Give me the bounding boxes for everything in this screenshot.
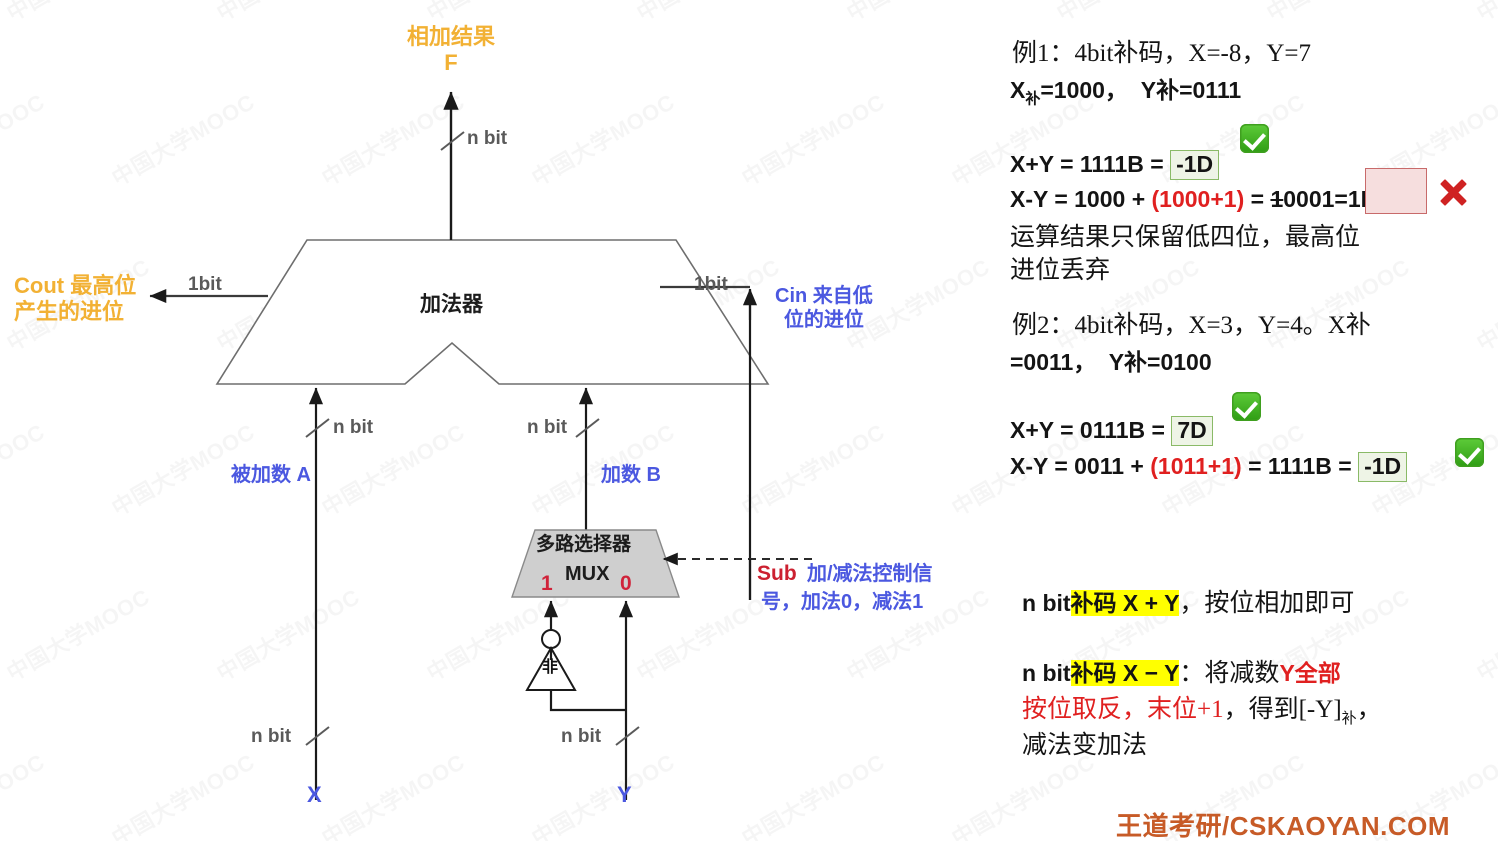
example1-sub-expr-a: X-Y = 1000 + (1010, 186, 1152, 212)
example1-sub-expr-c: 0001=1D (1283, 186, 1378, 212)
label-operand-a: 被加数 A (231, 464, 311, 486)
rule-subtraction-line2: 按位取反，末位+1，得到[-Y]补， (1022, 694, 1382, 730)
cross-icon-example1-sub (1436, 175, 1470, 209)
rule-subtraction-post: ：将减数 (1179, 660, 1280, 687)
not-gate-bubble (541, 629, 561, 649)
label-bus-y: n bit (561, 726, 602, 747)
bus-tick-f (440, 131, 465, 151)
example1-codes-x: X (1010, 77, 1026, 103)
example1-note-line2: 进位丢弃 (1010, 257, 1111, 284)
example1-sub-expr-red: (1000+1) (1151, 186, 1245, 212)
bus-tick-a (305, 418, 330, 438)
example2-add-result: 7D (1171, 416, 1213, 447)
label-mux-input-0: 0 (620, 572, 632, 595)
label-bus-f: n bit (467, 128, 508, 149)
label-input-y: Y (617, 782, 632, 807)
label-cin-line1: Cin 来自低 (775, 285, 873, 307)
example2-sub-expr-red: (1011+1) (1150, 453, 1242, 479)
label-bus-a: n bit (333, 417, 374, 438)
example2-sub-expr-a: X-Y = 0011 + (1010, 453, 1151, 479)
example2-sub-expr-b: = 1111B = (1241, 453, 1359, 479)
rule-subtraction-red-tail: Y全部 (1279, 660, 1341, 686)
rule-addition: n bit补码 X + Y，按位相加即可 (1022, 588, 1354, 621)
rule-subtraction-pre: n bit (1022, 660, 1071, 686)
check-icon-example2-add (1232, 392, 1261, 421)
label-operand-b: 加数 B (601, 464, 661, 486)
label-mux-line1: 多路选择器 (536, 534, 632, 555)
bus-tick-b (575, 418, 600, 438)
example1-add-result: -1D (1170, 150, 1220, 181)
example1-sub-overflow-digit: 1 (1270, 186, 1284, 212)
rule-subtraction-line2-sub: 补 (1341, 711, 1357, 727)
rule-subtraction-line3: 减法变加法 (1022, 732, 1148, 759)
example2-codes: =0011， Y补=0100 (1010, 349, 1212, 375)
label-cout-line1: Cout 最高位 (14, 273, 137, 298)
rule-addition-highlight: 补码 X + Y (1070, 590, 1180, 616)
label-mux-line2: MUX (565, 563, 610, 585)
adder-subtractor-diagram: 相加结果 F n bit Cout 最高位 产生的进位 1bit 加法器 1bi… (14, 24, 933, 807)
label-bus-b: n bit (527, 417, 568, 438)
label-result-line1: 相加结果 (406, 24, 495, 49)
rule-subtraction-line2-end: ， (1356, 696, 1382, 723)
example2-add-line: X+Y = 0111B = 7D (1010, 416, 1213, 447)
example1-note-line1: 运算结果只保留低四位，最高位 (1010, 224, 1361, 251)
label-mux-input-1: 1 (541, 572, 553, 595)
brand-watermark: 王道考研/CSKAOYAN.COM (1115, 811, 1450, 841)
rule-subtraction-line1: n bit补码 X − Y：将减数Y全部 (1022, 658, 1341, 691)
example1-sub-expr-b: = (1244, 186, 1271, 212)
label-result-line2: F (444, 50, 458, 76)
label-bus-x: n bit (251, 726, 292, 747)
rule-addition-pre: n bit (1022, 590, 1071, 616)
example1-codes-rest: =1000， Y补=0111 (1040, 77, 1242, 103)
bus-tick-x (305, 726, 330, 746)
rule-addition-post: ，按位相加即可 (1179, 590, 1355, 617)
example1-add-line: X+Y = 1111B = -1D (1010, 150, 1220, 181)
rule-subtraction-line2-red: 按位取反，末位+1 (1022, 696, 1224, 723)
label-bus-cout: 1bit (188, 274, 222, 295)
bus-tick-y (615, 726, 640, 746)
label-cout: Cout 最高位 产生的进位 (14, 273, 136, 326)
example1-sub-line: X-Y = 1000 + (1000+1) = 10001=1D (1010, 185, 1377, 215)
example2-sub-result: -1D (1358, 452, 1408, 483)
mux-shape (511, 529, 680, 598)
label-not-gate: 非 (542, 659, 559, 676)
example1-codes: X补=1000， Y补=0111 (1010, 76, 1241, 109)
example1-sub-result-highlight (1365, 168, 1427, 214)
check-icon-example2-sub (1455, 438, 1484, 467)
explanation-panel: 例1：4bit补码，X=-8，Y=7 X补=1000， Y补=0111 X+Y … (1000, 0, 1498, 841)
rule-subtraction-line2-post: ，得到[-Y] (1223, 696, 1342, 723)
label-cout-line2: 产生的进位 (14, 299, 125, 325)
label-cin-line2: 位的进位 (783, 309, 864, 331)
diagram-vector-layer (149, 91, 812, 800)
label-cin: Cin 来自低 位的进位 (775, 284, 873, 332)
label-sub-name: Sub (757, 562, 797, 585)
example1-heading: 例1：4bit补码，X=-8，Y=7 (1012, 40, 1312, 67)
label-sub-desc-line1: 加/减法控制信 (807, 563, 933, 585)
example1-codes-sub: 补 (1025, 90, 1041, 108)
rule-subtraction-highlight: 补码 X − Y (1070, 660, 1180, 686)
wire-not-in (549, 690, 626, 712)
example2-add-expr: X+Y = 0111B = (1010, 417, 1172, 443)
example2-sub-line: X-Y = 0011 + (1011+1) = 1111B = -1D (1010, 452, 1408, 483)
label-input-x: X (307, 782, 322, 807)
example1-add-expr: X+Y = 1111B = (1010, 151, 1171, 177)
label-result-f: 相加结果 F (396, 24, 506, 77)
check-icon-example1-add (1240, 124, 1269, 153)
label-adder: 加法器 (420, 293, 483, 316)
example2-heading: 例2：4bit补码，X=3，Y=4。X补 (1012, 312, 1371, 339)
adder-shape (215, 239, 770, 385)
label-bus-cin: 1bit (694, 274, 728, 295)
label-sub-desc-line2: 号，加法0，减法1 (761, 591, 924, 613)
